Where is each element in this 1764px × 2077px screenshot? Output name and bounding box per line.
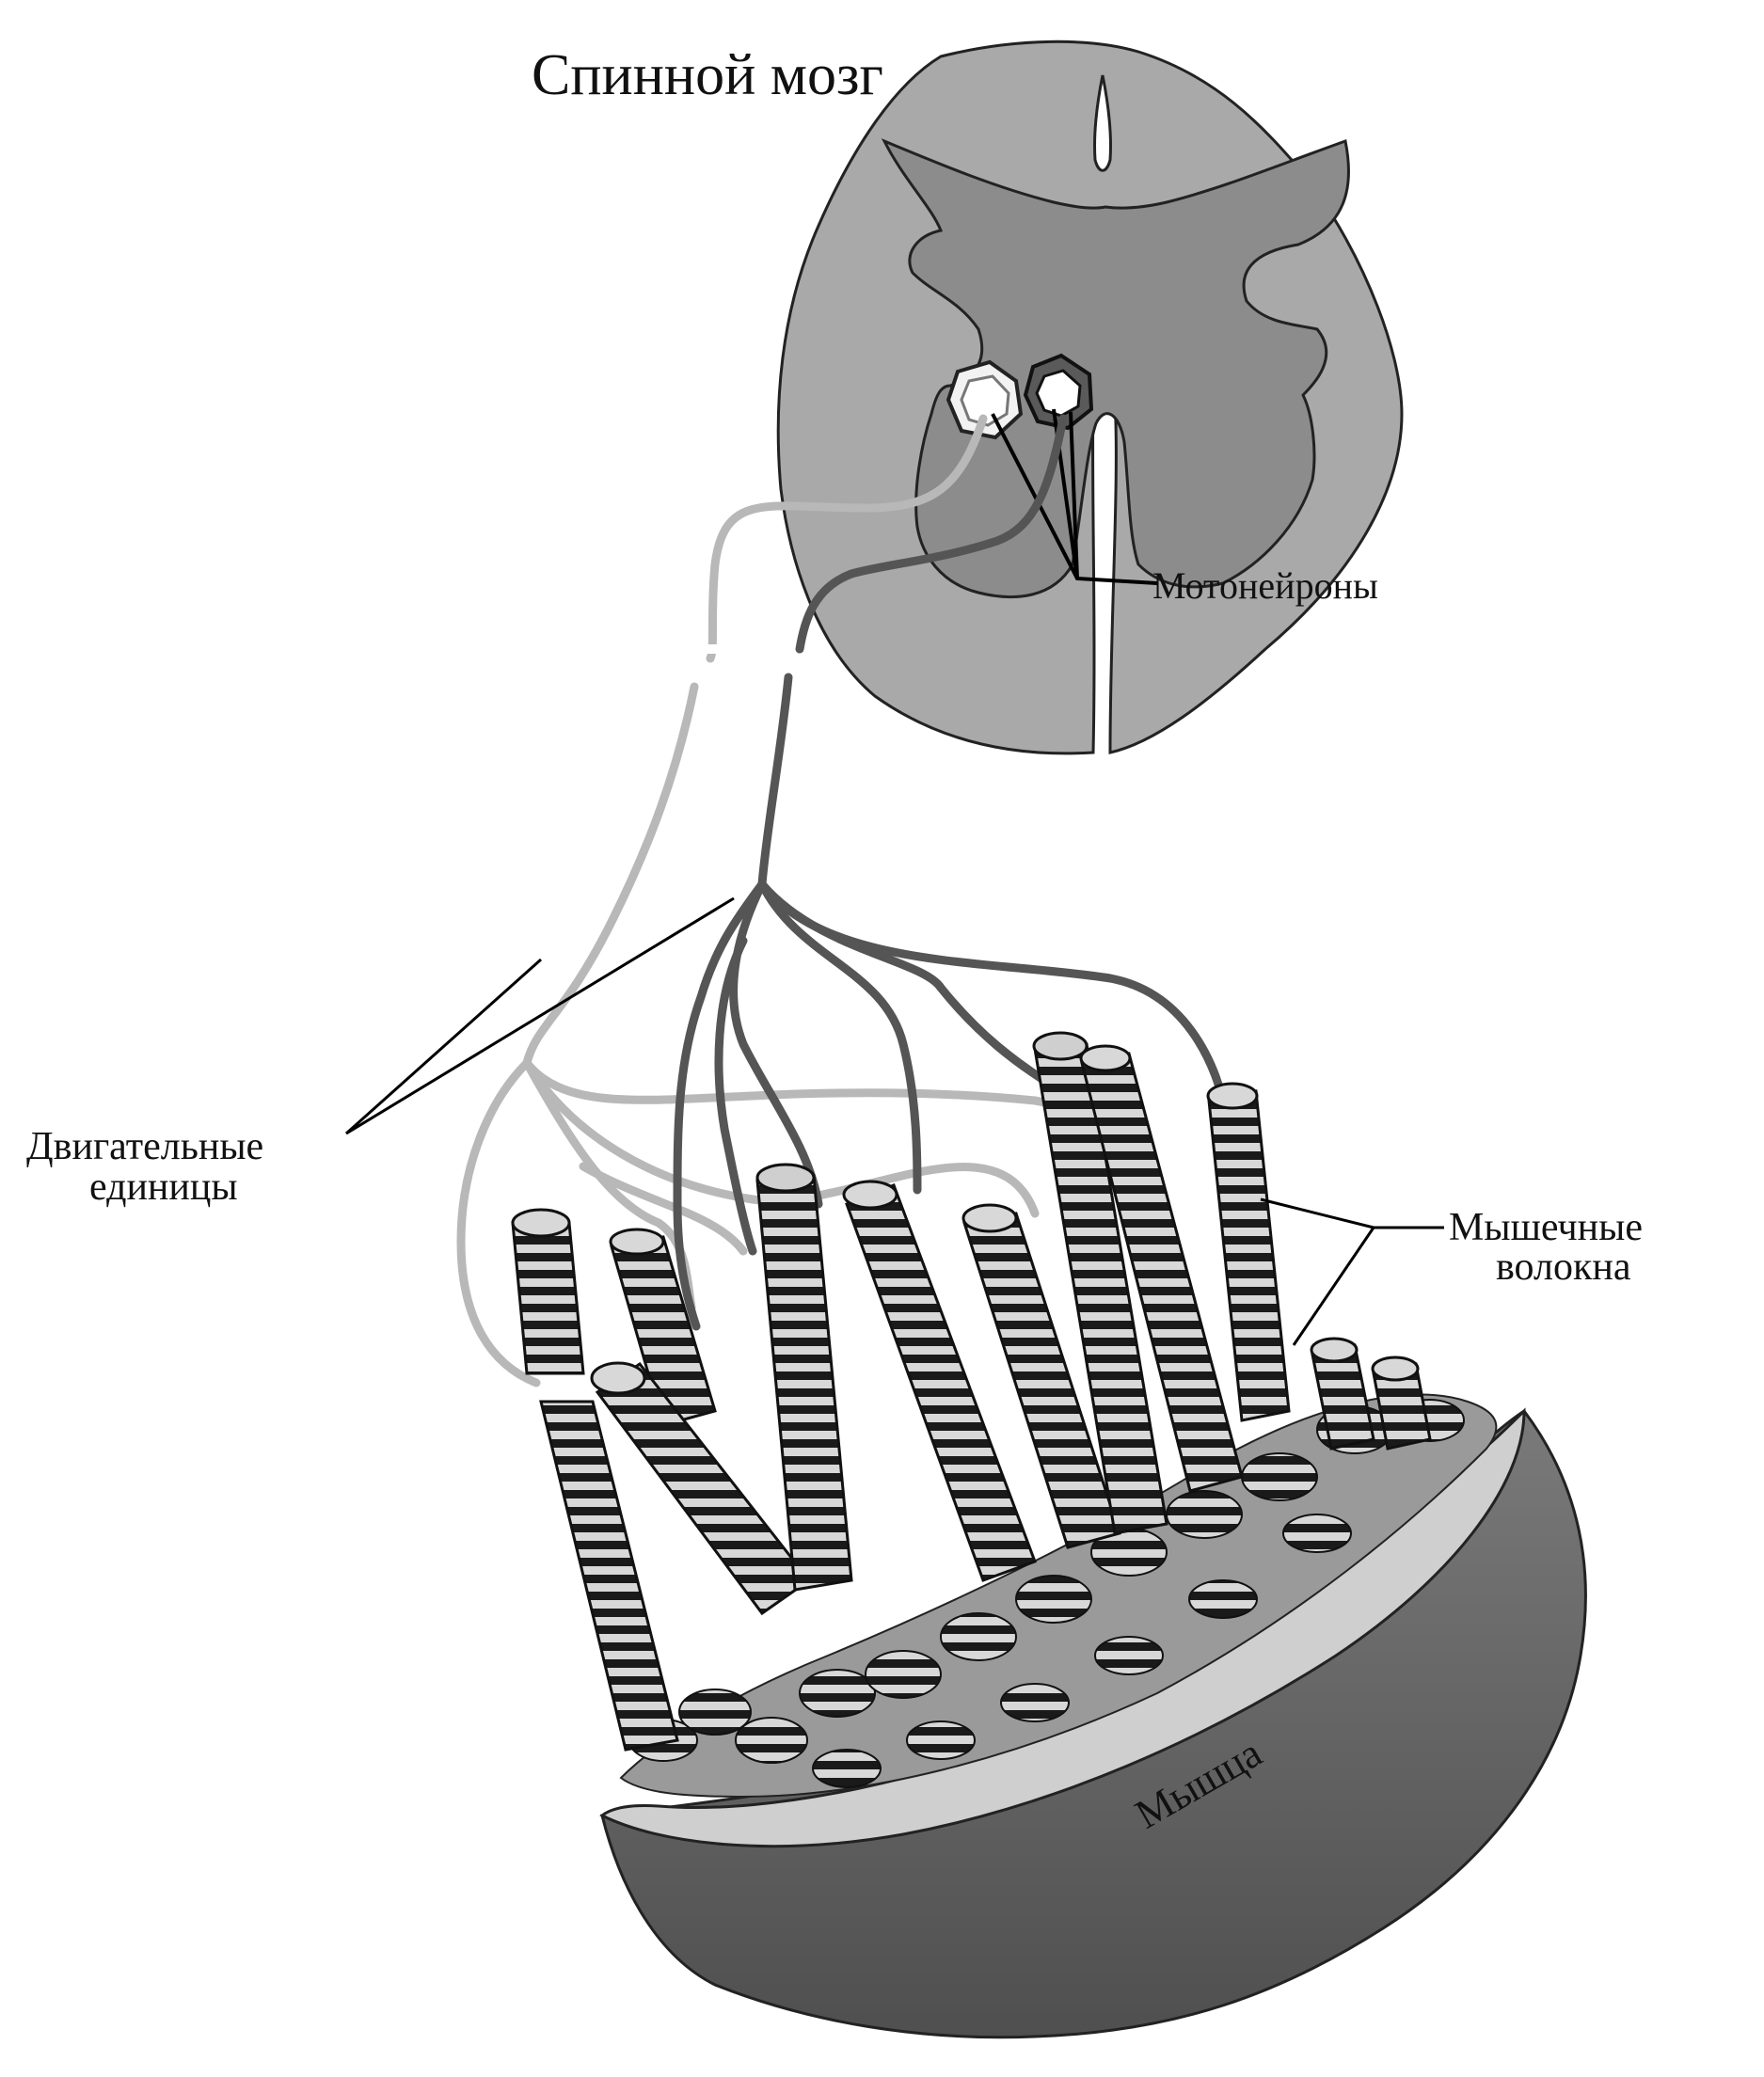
nerve-break-marks bbox=[696, 644, 809, 668]
muscle-fibers-label-line1: Мышечные bbox=[1449, 1206, 1643, 1249]
muscle-fibers bbox=[511, 1031, 1432, 1752]
muscle-fibers-pointer-lines bbox=[1260, 1197, 1444, 1346]
motor-neurons-label: Мотонейроны bbox=[1152, 564, 1378, 607]
muscle-fiber bbox=[609, 1228, 717, 1427]
muscle-fiber bbox=[961, 1203, 1121, 1549]
muscle-fiber bbox=[1206, 1082, 1291, 1422]
muscle-fiber bbox=[1079, 1044, 1244, 1493]
muscle-fiber bbox=[755, 1163, 853, 1592]
muscle-fiber bbox=[511, 1208, 679, 1752]
spinal-cord-dorsal-fissure bbox=[1092, 74, 1113, 172]
motor-units-pointer-lines bbox=[345, 896, 735, 1135]
muscle-fibers-label-line2: волокна bbox=[1496, 1245, 1631, 1289]
muscle-fiber bbox=[842, 1180, 1037, 1582]
muscle-fiber bbox=[1310, 1337, 1432, 1451]
motor-units-label-line2: единицы bbox=[89, 1165, 238, 1209]
spinal-cord bbox=[776, 40, 1404, 755]
spinal-cord-gray-matter bbox=[881, 138, 1350, 598]
spinal-cord-label: Спинной мозг bbox=[532, 43, 883, 107]
dark-motor-unit-nerve bbox=[673, 414, 1228, 1331]
motor-neuron-cell-dark bbox=[1023, 353, 1094, 431]
muscle-fiber bbox=[1032, 1031, 1168, 1535]
motor-units-label-line1: Двигательные bbox=[26, 1125, 263, 1168]
